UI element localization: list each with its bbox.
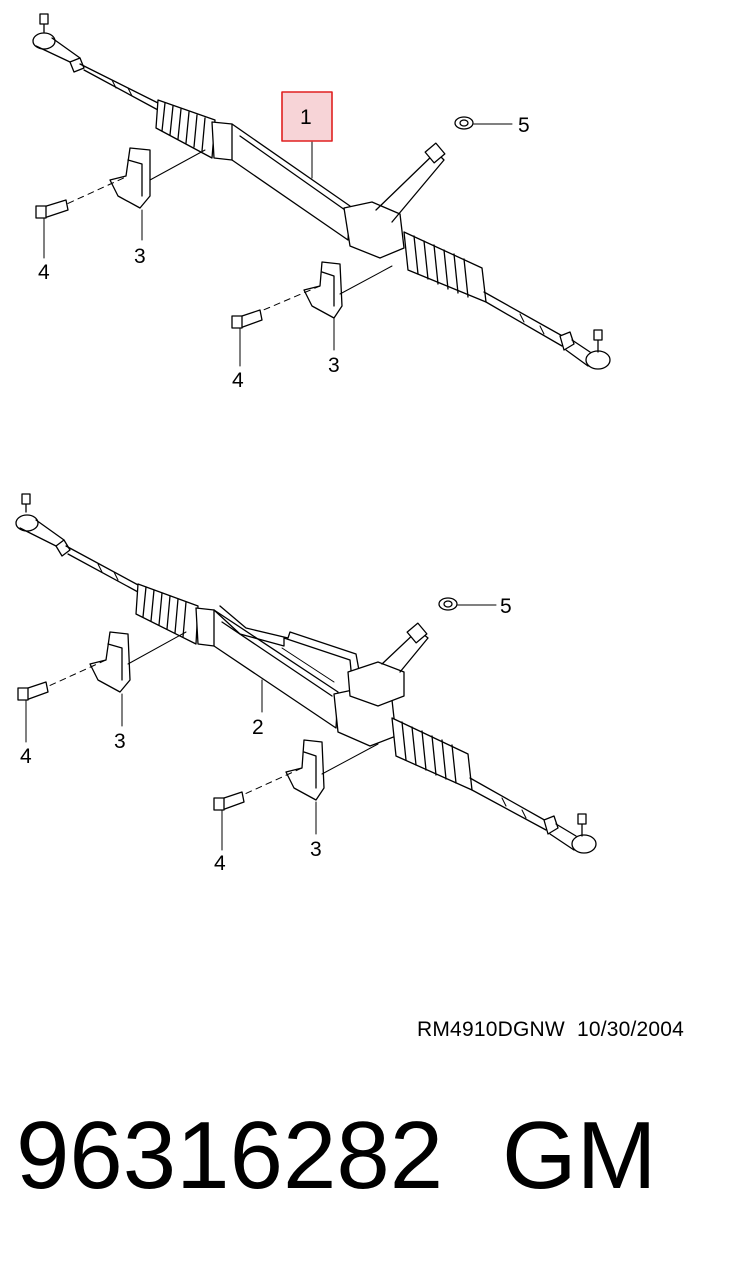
upper-left-mounting-clamp: [109, 147, 206, 209]
upper-pinion-housing: [343, 142, 446, 259]
upper-callout-1: 1: [300, 106, 312, 129]
lower-callout-4-right: 4: [214, 852, 226, 875]
upper-callout-4-left: 4: [38, 261, 50, 284]
lower-right-mounting-clamp: [285, 739, 379, 801]
lower-right-bolt: [213, 791, 245, 811]
steering-rack-exploded-diagram: 1 3 3 4 4 5: [15, 13, 611, 875]
upper-right-bolt: [231, 309, 263, 329]
lower-callout-4-left: 4: [20, 745, 32, 768]
upper-right-tie-rod-end: [559, 329, 611, 370]
upper-left-bellows-boot: [155, 99, 216, 159]
lower-seal-ring: [438, 597, 458, 611]
lower-left-tie-rod: [65, 545, 141, 593]
upper-left-tie-rod-end: [32, 13, 85, 73]
lower-callout-3-right: 3: [310, 838, 322, 861]
lower-left-bellows-boot: [135, 583, 199, 645]
upper-callout-3-left: 3: [134, 245, 146, 268]
lower-callout-2: 2: [252, 716, 264, 739]
upper-right-mounting-clamp: [303, 261, 393, 319]
lower-pinion-housing: [333, 622, 429, 747]
brand-name: GM: [502, 1102, 657, 1209]
lower-hydraulic-lines: [213, 605, 361, 683]
lower-right-tie-rod-end: [543, 813, 597, 854]
upper-left-tie-rod: [79, 63, 161, 111]
upper-seal-ring: [454, 116, 474, 130]
reference-code: RM4910DGNW: [417, 1018, 565, 1041]
upper-steering-rack-assembly: [32, 13, 611, 370]
upper-right-bellows-boot: [403, 231, 487, 303]
lower-rack-housing: [195, 607, 339, 729]
lower-left-mounting-clamp: [89, 631, 187, 693]
upper-rack-housing: [211, 121, 351, 241]
lower-left-bolt: [17, 681, 49, 701]
part-number: 96316282: [16, 1102, 444, 1209]
lower-callout-5: 5: [500, 595, 512, 618]
lower-callout-3-left: 3: [114, 730, 126, 753]
upper-callout-5: 5: [518, 114, 530, 137]
upper-callout-3-right: 3: [328, 354, 340, 377]
highlight-box-callout-1: [281, 91, 333, 142]
upper-callout-4-right: 4: [232, 369, 244, 392]
upper-left-bolt: [35, 199, 69, 219]
lower-right-tie-rod: [469, 777, 549, 831]
upper-right-tie-rod: [483, 291, 567, 347]
reference-date: 10/30/2004: [576, 1018, 685, 1041]
lower-left-tie-rod-end: [15, 493, 71, 557]
lower-right-bellows-boot: [391, 717, 473, 791]
diagram-reference-line: RM4910DGNW 10/30/2004: [417, 1018, 684, 1042]
lower-steering-rack-assembly: [15, 493, 597, 854]
